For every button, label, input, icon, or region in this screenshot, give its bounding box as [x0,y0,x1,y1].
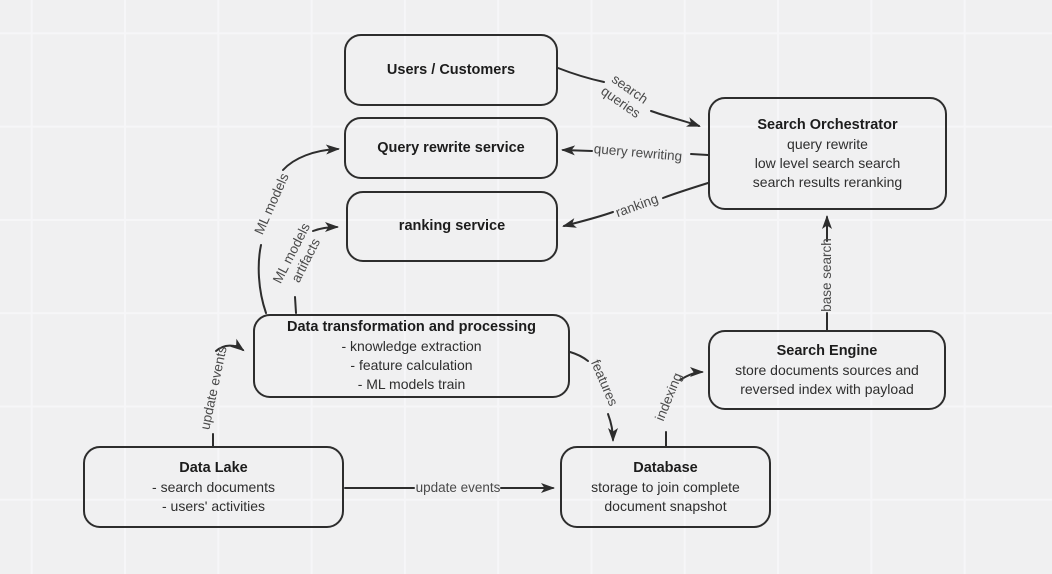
node-data-transformation-line: - feature calculation [350,357,473,373]
edge-label-ml-models-artifacts[interactable]: ML models artifacts [269,220,324,286]
edge-ml-models-head[interactable] [282,144,340,171]
node-database[interactable]: Database storage to join complete docume… [560,446,771,528]
edge-label-features[interactable]: features [588,357,621,409]
node-database-line: storage to join complete [591,478,740,495]
edge-label-query-rewriting[interactable]: query rewriting [593,141,683,164]
node-search-orchestrator-line: query rewrite [787,135,868,152]
node-data-lake[interactable]: Data Lake - search documents - users' ac… [83,446,344,528]
node-ranking-service-title: ranking service [398,218,506,234]
edge-query-rewriting[interactable] [690,153,709,156]
node-data-lake-line: - search documents [152,478,275,495]
edge-ranking[interactable] [662,182,709,199]
node-search-orchestrator-title: Search Orchestrator [757,116,898,133]
edge-indexing-head[interactable] [679,367,704,381]
edge-ranking-head[interactable] [562,211,614,228]
node-search-orchestrator[interactable]: Search Orchestrator query rewrite low le… [708,97,947,210]
edge-label-update-events-horizontal[interactable]: update events [415,480,501,495]
node-query-rewrite-service[interactable]: Query rewrite service [344,117,558,179]
edge-label-update-events-vertical[interactable]: update events [197,344,230,431]
node-data-transformation-title: Data transformation and processing [287,319,536,335]
edge-label-ml-models[interactable]: ML models [251,170,292,237]
node-data-transformation[interactable]: Data transformation and processing - kno… [253,314,570,398]
node-data-transformation-line: - knowledge extraction [341,338,482,354]
node-database-title: Database [633,459,698,476]
node-query-rewrite-service-title: Query rewrite service [377,139,525,156]
node-database-line: document snapshot [604,497,727,514]
edge-ml-models-artifacts[interactable] [294,296,297,314]
node-search-engine-title: Search Engine [776,342,878,359]
node-search-orchestrator-line: low level search search [754,154,901,171]
node-ranking-service[interactable]: ranking service [346,191,558,262]
edge-ml-models[interactable] [257,244,267,314]
node-users-customers[interactable]: Users / Customers [344,34,558,106]
edge-label-base-search[interactable]: base search [819,238,834,312]
node-search-engine[interactable]: Search Engine store documents sources an… [708,330,946,410]
node-data-lake-line: - users' activities [161,497,266,514]
edge-search-queries-head[interactable] [650,110,701,127]
edge-update-events-vertical-head[interactable] [215,338,245,352]
edge-query-rewriting-head[interactable] [561,145,593,156]
edge-label-indexing[interactable]: indexing [652,370,685,423]
node-search-engine-line: reversed index with payload [740,380,914,397]
node-data-transformation-line: - ML models train [357,376,466,392]
edge-ml-models-artifacts-head[interactable] [312,222,339,233]
node-data-lake-title: Data Lake [179,459,248,476]
node-search-orchestrator-line: search results reranking [752,173,903,190]
edge-features[interactable] [569,351,589,362]
edge-label-search-queries[interactable]: search queries [598,71,651,121]
node-search-engine-line: store documents sources and [735,361,919,378]
edge-features-head[interactable] [607,413,618,442]
edge-label-ranking[interactable]: ranking [613,190,661,221]
node-users-customers-title: Users / Customers [386,61,516,78]
edge-search-queries[interactable] [557,67,605,83]
